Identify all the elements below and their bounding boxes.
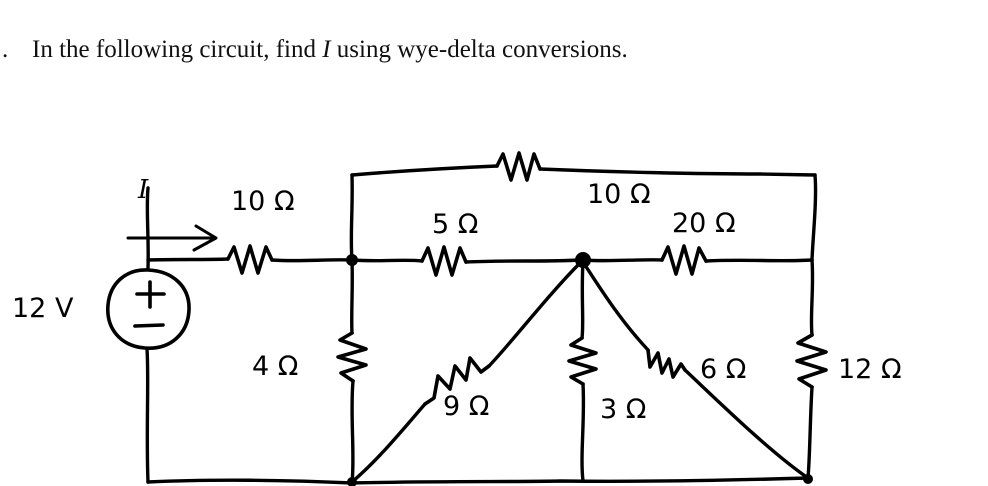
wire-center-to-20 [581,258,664,263]
wire-12-to-bottom [806,385,814,480]
wire-right-to-12 [809,258,815,337]
problem-statement: . In the following circuit, find I using … [0,36,960,72]
resistor-6-zigzag [646,348,687,379]
current-symbol: I [322,36,331,63]
wire-20-to-right-rail [704,258,814,263]
label-20: 20 Ω [672,208,736,239]
label-5: 5 Ω [432,209,478,240]
problem-number: . [2,36,9,63]
wire-node-a-up [349,173,354,262]
wire-5-to-center [464,258,582,264]
wire-10-series-to-node-a [270,258,354,263]
wire-a-to-5 [350,258,424,263]
wire-9-upper-seg [487,260,583,368]
source-plus-icon [135,280,166,309]
wire-bottom-rail [146,476,810,485]
resistor-3-zigzag [567,336,598,386]
wire-center-down-to-3 [580,260,585,340]
current-label: I [137,175,149,205]
wire-6-lower-seg [683,368,810,480]
label-6: 6 Ω [700,354,746,385]
wire-6-upper-seg [581,260,650,352]
label-12: 12 Ω [838,354,902,385]
wire-9-lower-seg [350,402,427,484]
label-10-top: 10 Ω [587,179,651,210]
label-3: 3 Ω [600,394,646,425]
label-4: 4 Ω [252,351,298,382]
resistor-10-series-zigzag [226,244,274,275]
resistor-10-top-zigzag [495,151,542,182]
resistor-12-zigzag [795,333,828,389]
node-bottom-right-dot [803,474,813,484]
wire-a-down-to-4 [350,258,354,335]
resistor-20-zigzag [660,244,708,276]
wire-left-lower [145,347,150,484]
problem-text: In the following circuit, find I using w… [32,36,628,63]
voltage-source-circle [106,268,191,350]
problem-text-after: using wye-delta conversions. [330,36,628,63]
circuit-diagram: I 10 Ω 5 Ω 20 Ω 4 Ω 9 Ω [12,151,902,486]
resistor-5-zigzag [420,245,468,277]
wire-3-to-bottom [580,382,586,483]
resistor-9-zigzag [423,356,491,406]
label-10-series: 10 Ω [231,186,295,217]
label-9: 9 Ω [443,391,489,422]
resistor-4-zigzag [336,331,368,383]
wire-4-to-bottom [350,379,355,485]
problem-text-before: In the following circuit, find [32,36,323,63]
label-source-voltage: 12 V [12,293,74,324]
wire-in-left [146,257,230,262]
wire-top-left-seg [350,164,499,177]
wire-right-upper [810,173,818,262]
wire-top-right-seg [538,167,817,177]
source-minus-icon [133,323,165,328]
current-arrow [126,224,218,252]
